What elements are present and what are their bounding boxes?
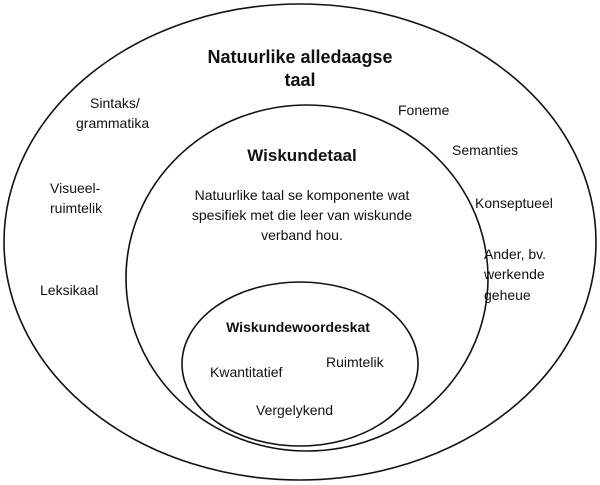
middle-circle-math-language [125, 104, 489, 452]
inner-title: Wiskundewoordeskat [226, 319, 370, 335]
middle-desc-line1: Natuurlike taal se komponente wat [195, 187, 410, 203]
outer-title-line2: taal [284, 70, 315, 90]
label-vergelykend: Vergelykend [256, 402, 333, 418]
label-sintaks: Sintaks/ [90, 95, 140, 111]
outer-ellipse-natural-language [3, 3, 597, 481]
label-visueel: Visueel- [50, 180, 101, 196]
label-konseptueel: Konseptueel [475, 195, 553, 211]
label-geheue: geheue [484, 287, 531, 303]
label-ruimtelik-inner: Ruimtelik [326, 354, 385, 370]
label-ruimtelik-outer: ruimtelik [50, 200, 103, 216]
label-leksikaal: Leksikaal [40, 282, 98, 298]
label-foneme: Foneme [398, 102, 450, 118]
label-ander: Ander, bv. [484, 246, 546, 262]
label-grammatika: grammatika [76, 115, 149, 131]
middle-title: Wiskundetaal [247, 146, 356, 165]
label-semanties: Semanties [452, 142, 518, 158]
inner-ellipse-math-vocabulary [181, 281, 419, 447]
label-werkende: werkende [483, 266, 545, 282]
outer-title-line1: Natuurlike alledaagse [207, 47, 392, 67]
middle-desc-line2: spesifiek met die leer van wiskunde [192, 207, 412, 223]
label-kwantitatief: Kwantitatief [210, 364, 282, 380]
middle-desc-line3: verband hou. [261, 227, 343, 243]
